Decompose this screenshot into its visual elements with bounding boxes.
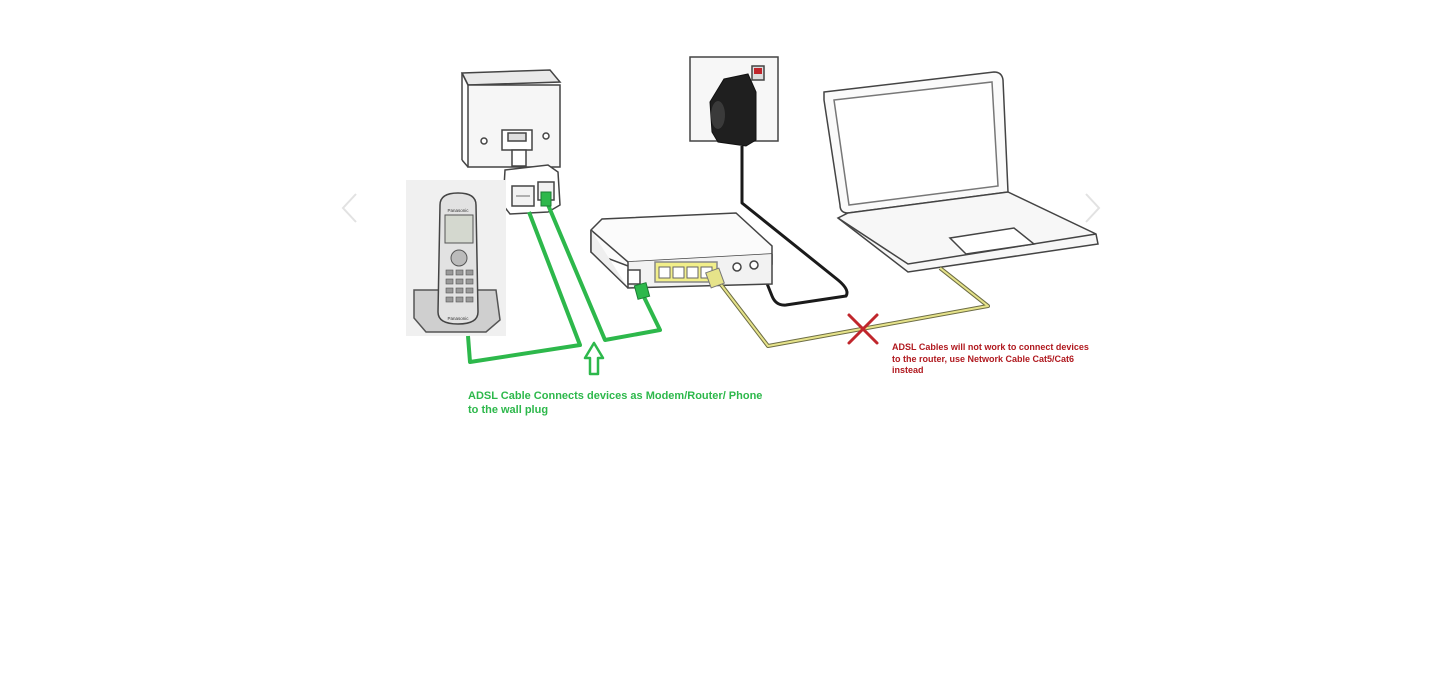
phone-base-logo: Panasonic	[447, 316, 469, 321]
phone-brand-logo: Panasonic	[447, 208, 469, 213]
carousel-prev-button[interactable]	[338, 188, 360, 228]
adsl-cables	[466, 199, 662, 364]
power-adapter	[709, 73, 757, 147]
adsl-cable-caption: ADSL Cable Connects devices as Modem/Rou…	[468, 390, 763, 416]
cross-mark-icon	[847, 313, 879, 345]
router	[590, 212, 773, 289]
power-cable	[740, 146, 849, 307]
chevron-right-icon	[1085, 193, 1101, 223]
adsl-cable-router	[544, 199, 662, 342]
adsl-cable-phone	[466, 211, 582, 364]
cordless-phone: Panasonic Panasonic	[406, 180, 506, 336]
adsl-splitter	[502, 164, 561, 215]
carousel-next-button[interactable]	[1082, 188, 1104, 228]
wall-phone-socket	[460, 69, 562, 168]
chevron-left-icon	[341, 193, 357, 223]
up-arrow-icon	[583, 341, 605, 376]
laptop	[823, 71, 1099, 273]
adsl-warning-caption: ADSL Cables will not work to connect dev…	[892, 342, 1089, 375]
